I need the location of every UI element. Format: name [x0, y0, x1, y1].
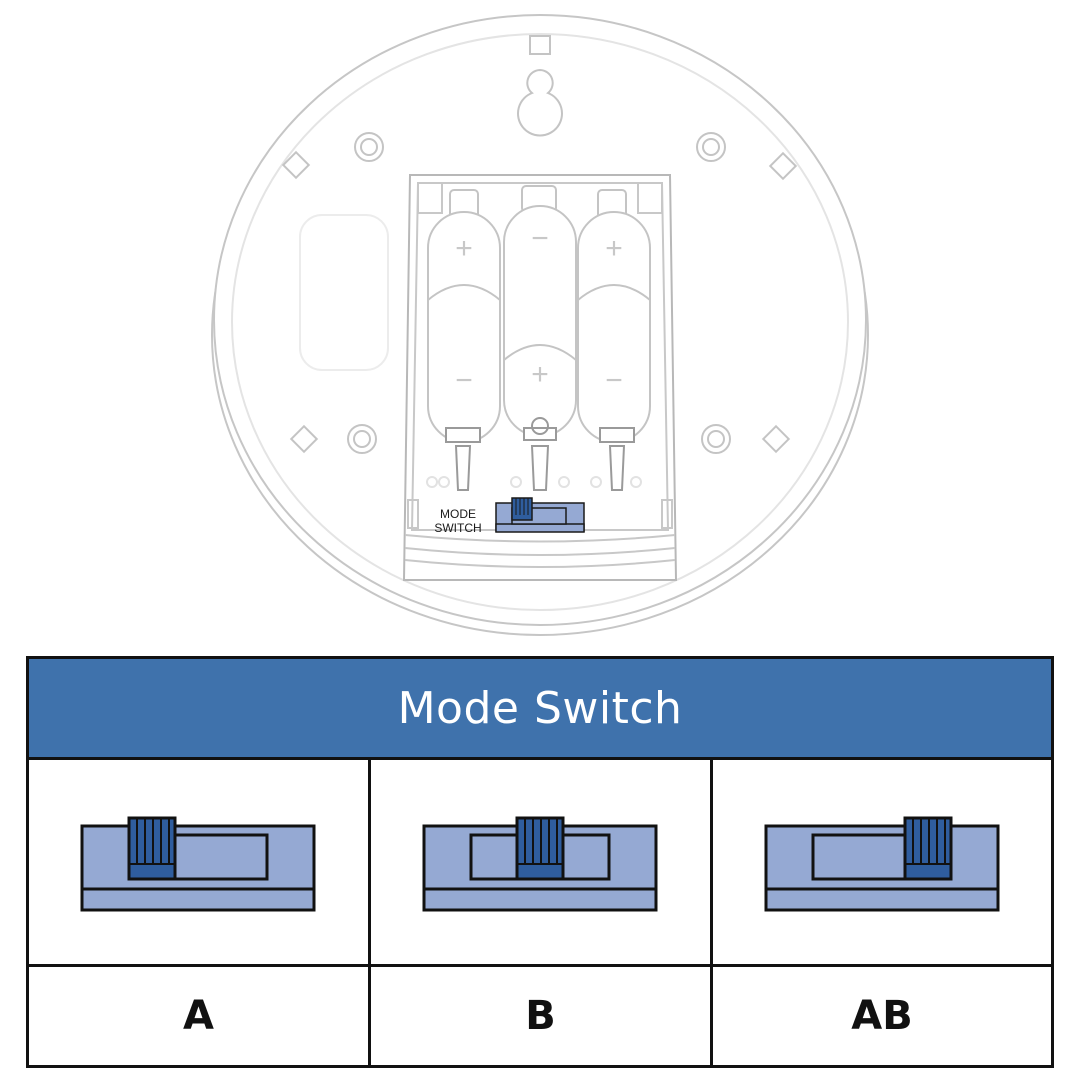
column-divider — [710, 760, 713, 1065]
switch-position-center — [422, 816, 658, 912]
mode-a-label-cell: A — [29, 967, 368, 1065]
switch-label-switch: SWITCH — [434, 521, 481, 535]
battery-middle-bottom-symbol: + — [531, 358, 549, 391]
battery-middle-top-symbol: − — [531, 222, 549, 255]
battery-right-top-symbol: + — [605, 232, 623, 265]
device-diagram: + − − + + − — [211, 14, 869, 636]
battery-symbols: + − − + + − — [455, 222, 623, 397]
table-title: Mode Switch — [397, 682, 683, 734]
mode-a-label: A — [183, 993, 214, 1039]
mode-ab-label: AB — [851, 993, 913, 1039]
switch-label-mode: MODE — [440, 507, 476, 521]
batteries — [427, 185, 651, 443]
mode-ab-label-cell: AB — [713, 967, 1051, 1065]
device-mode-switch — [495, 497, 585, 533]
base-inner-ring — [231, 33, 849, 611]
battery-left-bottom-symbol: − — [455, 364, 473, 397]
switch-position-left — [80, 816, 316, 912]
top-slot-icon — [529, 35, 551, 55]
mode-a-switch-cell — [29, 760, 368, 964]
device-back-illustration: + − − + + − — [211, 14, 869, 636]
side-pad — [299, 214, 389, 371]
mode-switch-table: Mode Switch — [26, 656, 1054, 1068]
diamond-clips — [281, 150, 798, 454]
mode-b-label-cell: B — [371, 967, 710, 1065]
battery-contacts — [445, 417, 635, 491]
row-divider — [29, 964, 1051, 967]
keyhole-icon — [517, 68, 563, 137]
contact-holes — [426, 476, 642, 488]
mode-b-switch-cell — [371, 760, 710, 964]
mode-b-label: B — [525, 993, 556, 1039]
table-header: Mode Switch — [29, 659, 1051, 760]
column-divider — [368, 760, 371, 1065]
battery-left-top-symbol: + — [455, 232, 473, 265]
switch-position-right — [764, 816, 1000, 912]
battery-right-bottom-symbol: − — [605, 364, 623, 397]
screw-holes — [347, 132, 731, 454]
mode-ab-switch-cell — [713, 760, 1051, 964]
